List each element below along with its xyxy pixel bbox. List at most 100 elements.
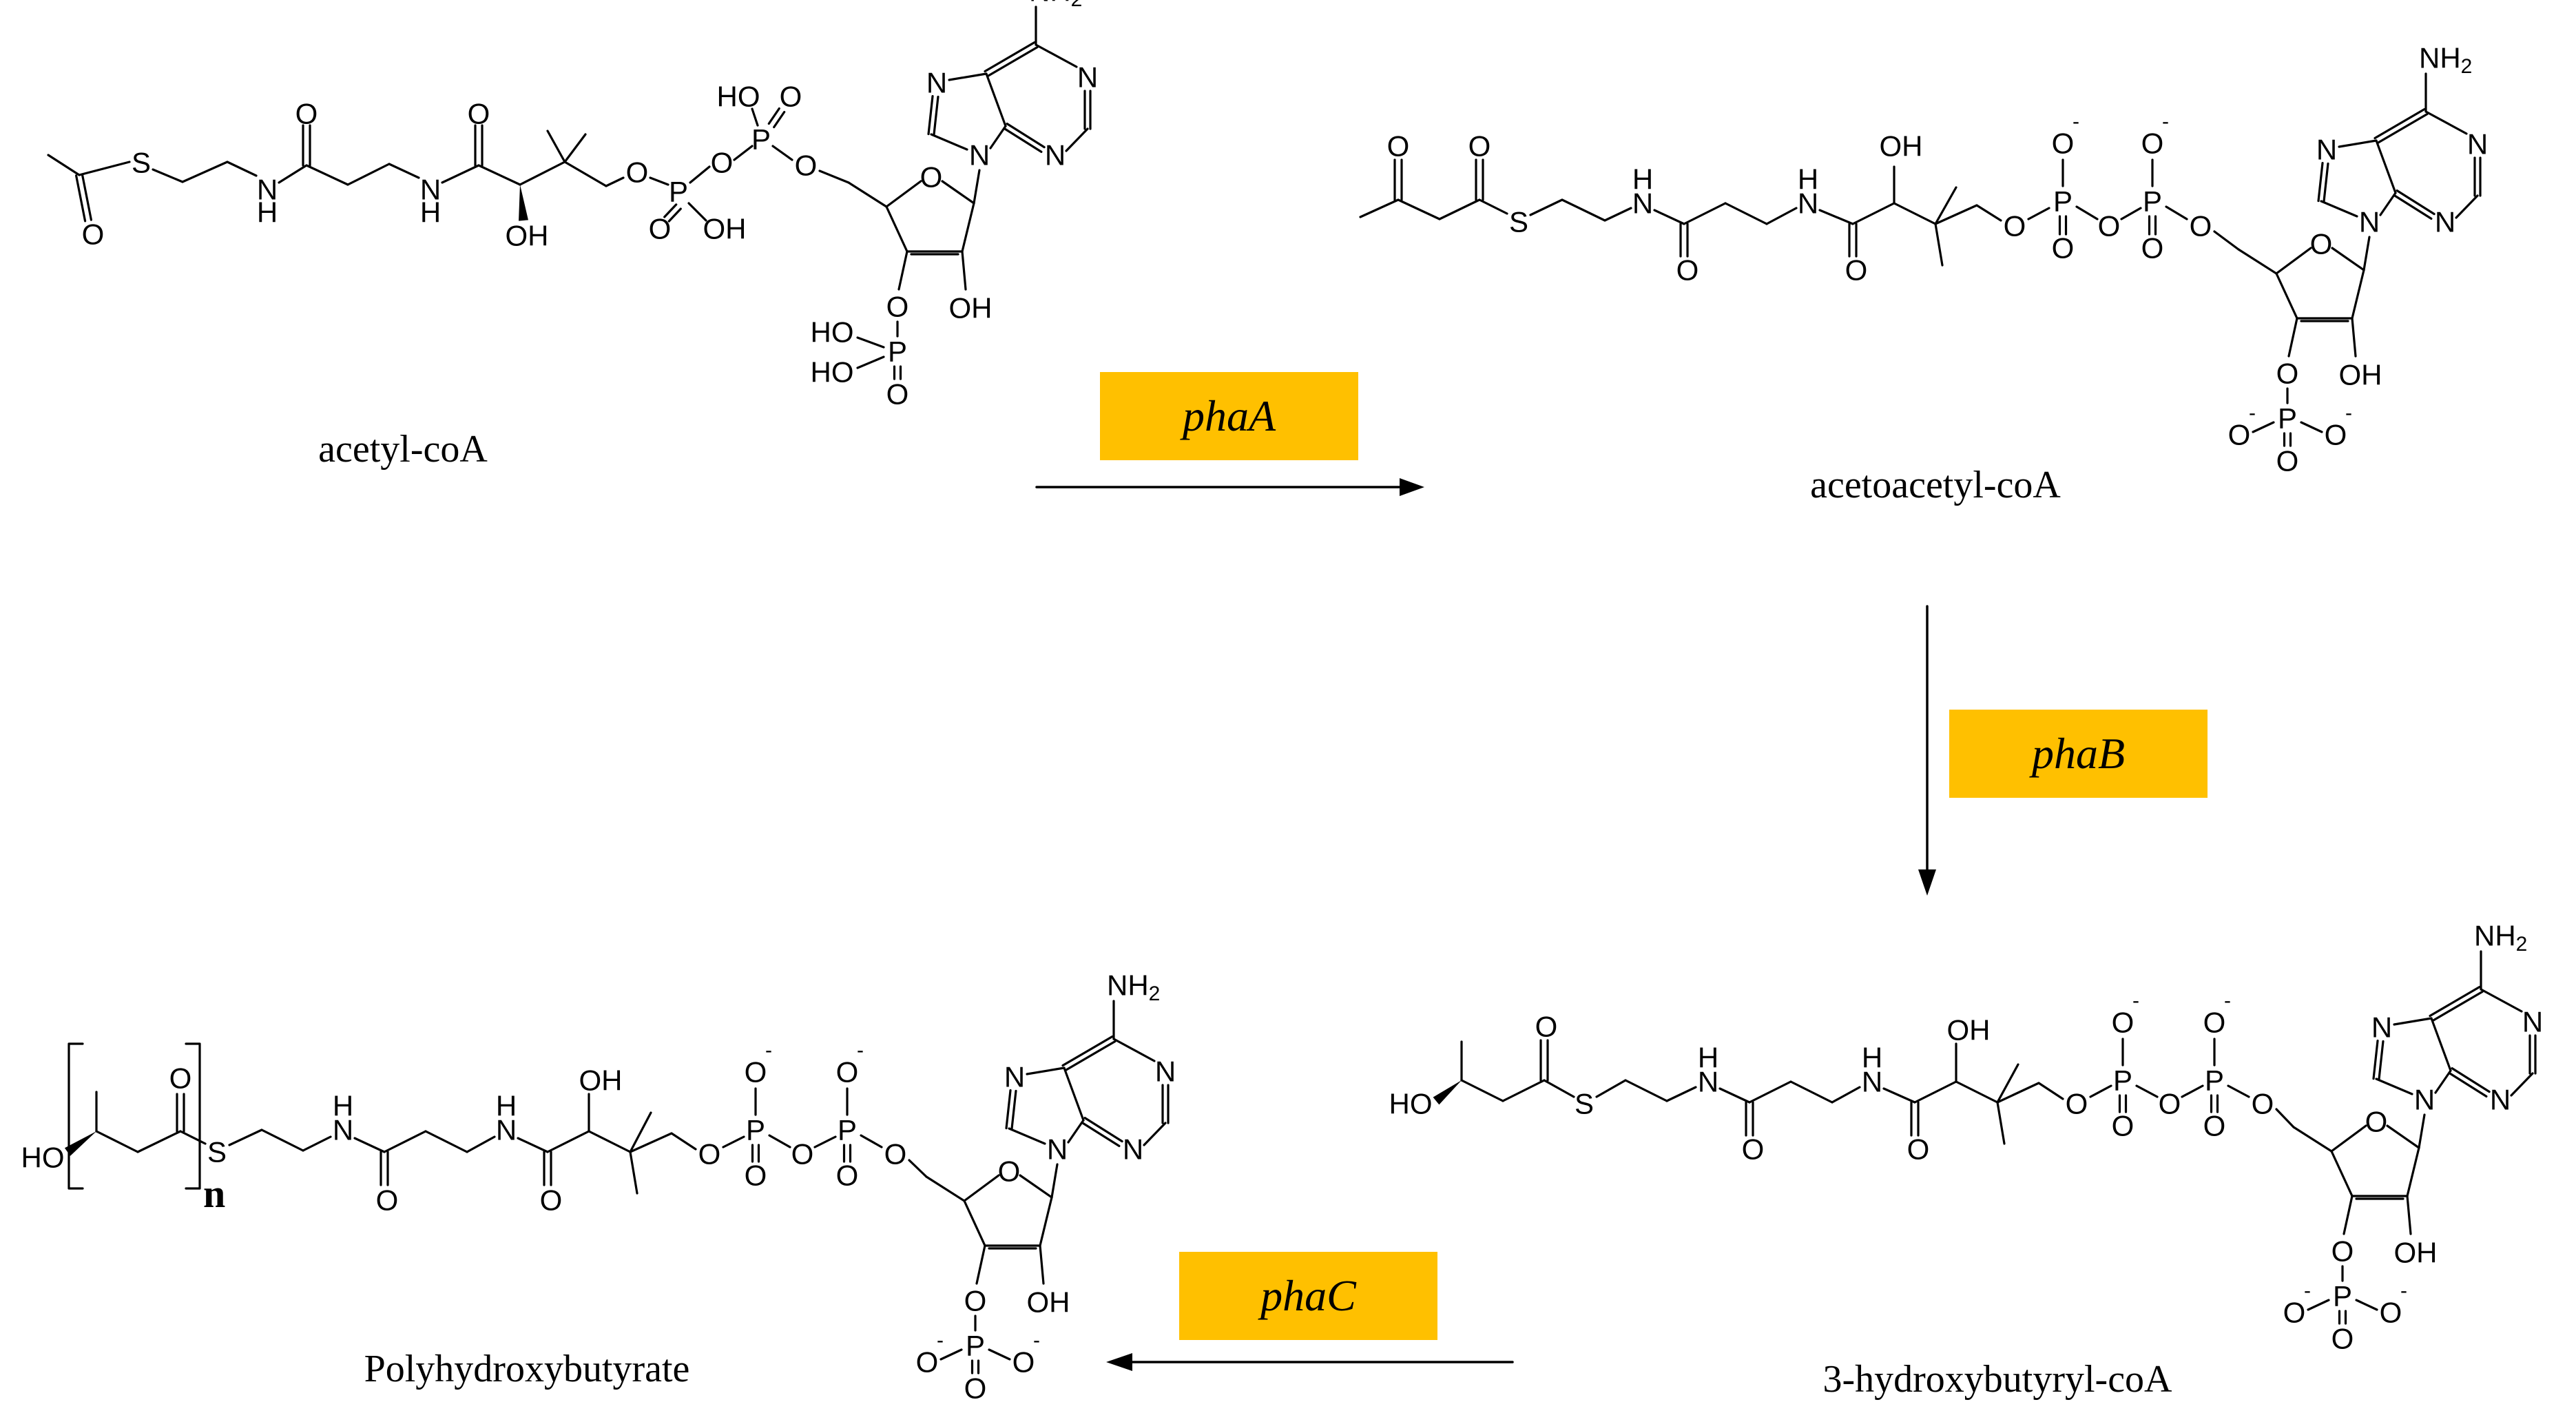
atom-label: HO: [21, 1142, 65, 1174]
atom-label: N: [1862, 1066, 1882, 1098]
atom-label: O: [836, 1160, 859, 1192]
atom-label: H: [333, 1090, 353, 1122]
charge-label: -: [2249, 402, 2256, 424]
atom-label: O: [886, 378, 909, 411]
oxide-label: O: [2112, 1007, 2134, 1039]
acetyl-coa-structure: OSNHONHOOHOPOOHOPHOOOOOHOPHOHOONNNNNH2: [47, 0, 1098, 411]
atom-label: O: [2276, 445, 2299, 477]
atom-label: N: [420, 174, 441, 206]
atom-label: OH: [1027, 1286, 1070, 1319]
atom-label: O: [2310, 228, 2333, 260]
arrow-phaC: [1106, 1353, 1514, 1371]
arrow-phaA: [1035, 478, 1424, 496]
atom-label: O: [780, 81, 802, 113]
atom-label: O: [2112, 1110, 2134, 1142]
atom-label: N: [1123, 1133, 1143, 1166]
amine-label: NH2: [2474, 920, 2527, 956]
atom-label: N: [1077, 61, 1098, 94]
atom-label: N: [1045, 139, 1066, 172]
arrow-phaB: [1918, 605, 1936, 896]
amine-label: NH2: [1107, 969, 1160, 1005]
atom-label: P: [751, 123, 771, 156]
enzyme-box-phaC: phaC: [1179, 1252, 1437, 1340]
atom-label: O: [2066, 1088, 2088, 1120]
atom-label: P: [888, 336, 907, 368]
molecule-label-acetoacetyl-coa: acetoacetyl-coA: [1810, 464, 2061, 506]
atom-label: P: [2143, 185, 2162, 218]
atom-label: HO: [717, 81, 760, 113]
oxide-label: O: [2141, 127, 2164, 160]
atom-label: O: [745, 1160, 767, 1192]
atom-label: O: [626, 156, 649, 189]
oxide-label: O: [2228, 419, 2251, 451]
atom-label: S: [132, 147, 151, 179]
atom-label: N: [2414, 1084, 2435, 1116]
charge-label: -: [2304, 1279, 2311, 1302]
atom-label: H: [420, 196, 441, 229]
atom-label: O: [1387, 130, 1410, 163]
atom-label: P: [2278, 402, 2297, 435]
atom-label: O: [964, 1372, 987, 1405]
atom-label: P: [2113, 1064, 2132, 1097]
charge-label: -: [2162, 110, 2169, 133]
amine-label: NH2: [2419, 42, 2472, 78]
atom-label: O: [2252, 1088, 2274, 1120]
charge-label: -: [2400, 1279, 2407, 1302]
atom-label: H: [1862, 1042, 1882, 1074]
atom-label: O: [711, 147, 734, 179]
atom-label: O: [649, 213, 672, 245]
oxide-label: O: [916, 1346, 939, 1379]
atom-label: P: [2053, 185, 2073, 218]
atom-label: OH: [2394, 1237, 2438, 1269]
oxide-label: O: [2203, 1007, 2226, 1039]
atom-label: O: [998, 1155, 1021, 1188]
atom-label: O: [2365, 1106, 2388, 1138]
atom-label: S: [1509, 206, 1528, 238]
atom-label: OH: [1880, 130, 1923, 163]
oxide-label: O: [2325, 419, 2347, 451]
atom-label: OH: [703, 213, 747, 245]
oxide-label: O: [1012, 1346, 1035, 1379]
atom-label: O: [964, 1285, 987, 1317]
atom-label: HO: [811, 316, 854, 349]
atom-label: O: [295, 98, 318, 130]
atom-label: O: [2159, 1088, 2181, 1120]
atom-label: OH: [579, 1064, 623, 1097]
enzyme-box-phaB: phaB: [1949, 710, 2208, 798]
atom-label: N: [2359, 206, 2380, 238]
atom-label: O: [2203, 1110, 2226, 1142]
atom-label: O: [1742, 1133, 1765, 1166]
oxide-label: O: [2052, 127, 2075, 160]
atom-label: N: [496, 1114, 517, 1146]
atom-label: O: [2004, 210, 2026, 243]
atom-label: O: [1676, 254, 1699, 287]
atom-label: O: [920, 161, 943, 194]
atom-label: H: [1632, 163, 1653, 196]
atom-label: O: [886, 291, 909, 323]
atom-label: HO: [811, 356, 854, 389]
atom-label: HO: [1389, 1088, 1433, 1120]
atom-label: OH: [949, 292, 993, 324]
atom-label: N: [926, 67, 947, 99]
atom-label: P: [966, 1330, 985, 1362]
atom-label: N: [1155, 1055, 1176, 1088]
atom-label: H: [257, 196, 278, 229]
atom-label: N: [1698, 1066, 1718, 1098]
atom-label: N: [1798, 187, 1818, 220]
atom-label: N: [333, 1114, 353, 1146]
atom-label: O: [540, 1184, 563, 1217]
atom-label: H: [1798, 163, 1818, 196]
atom-label: OH: [1947, 1014, 1991, 1047]
atom-label: N: [2316, 134, 2337, 166]
atom-label: O: [2141, 232, 2164, 265]
charge-label: -: [2224, 989, 2231, 1012]
repeat-subscript: n: [203, 1171, 225, 1216]
atom-label: O: [2276, 358, 2299, 390]
atom-label: O: [2098, 210, 2121, 243]
atom-label: N: [2490, 1084, 2511, 1116]
atom-label: P: [2333, 1280, 2352, 1312]
